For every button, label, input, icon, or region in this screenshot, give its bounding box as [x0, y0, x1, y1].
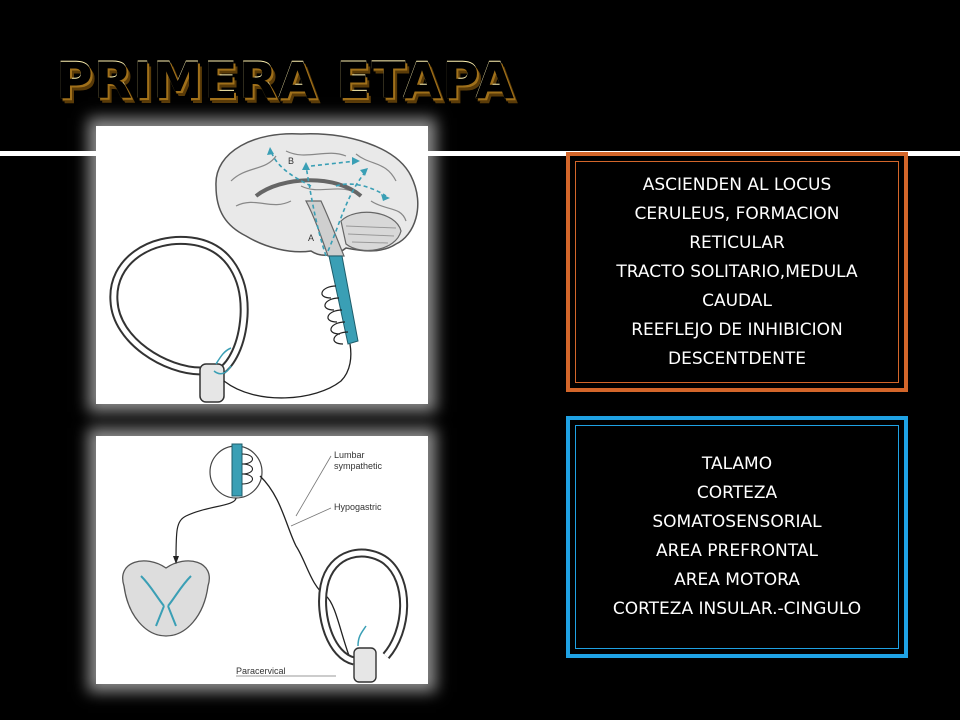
spinal-cross-section: [122, 560, 210, 637]
box-bottom-line: AREA PREFRONTAL: [656, 541, 818, 561]
label-paracervical: Paracervical: [236, 666, 286, 676]
ascending-pathways-text: ASCIENDEN AL LOCUS CERULEUS, FORMACION R…: [616, 171, 857, 374]
label-lumbar-1: Lumbar: [334, 450, 365, 460]
box-top-line: REEFLEJO DE INHIBICION: [631, 319, 843, 340]
box-top-line: TRACTO SOLITARIO,MEDULA: [616, 261, 858, 282]
lumbar-segment: [231, 443, 243, 497]
cortical-areas-box: TALAMO CORTEZA SOMATOSENSORIAL AREA PREF…: [566, 416, 908, 658]
slide-title: PRIMERA ETAPA: [56, 52, 516, 110]
cervix-bottom: [353, 647, 377, 683]
cervix: [199, 363, 225, 403]
cortical-areas-text: TALAMO CORTEZA SOMATOSENSORIAL AREA PREF…: [613, 450, 861, 624]
ascending-pathways-box: ASCIENDEN AL LOCUS CERULEUS, FORMACION R…: [566, 152, 908, 392]
hypogastric-nerve: [259, 475, 352, 662]
label-a: A: [308, 233, 314, 243]
brain-gyri: [230, 150, 407, 222]
label-b: B: [288, 156, 294, 166]
pelvic-innervation-diagram: Lumbar sympathetic Hypogastric Paracervi…: [122, 443, 409, 683]
arrowheads: [267, 147, 390, 201]
brain-pathway-figure: B A: [96, 126, 428, 404]
box-top-line: CERULEUS, FORMACION: [634, 203, 840, 224]
brain-pathway-diagram: B A: [109, 132, 419, 403]
pelvic-innervation-figure: Lumbar sympathetic Hypogastric Paracervi…: [96, 436, 428, 684]
box-top-line: ASCIENDEN AL LOCUS: [642, 174, 832, 195]
label-hypogastric: Hypogastric: [334, 502, 382, 512]
box-top-line: CAUDAL: [702, 290, 772, 311]
label-lumbar-2: sympathetic: [334, 461, 383, 471]
spinal-nerves: [321, 285, 349, 345]
box-bottom-line: TALAMO: [701, 454, 773, 474]
afferent-nerve: [223, 343, 352, 399]
ascending-pathways: [270, 150, 387, 257]
divider-left: [0, 151, 110, 156]
box-bottom-line: AREA MOTORA: [674, 570, 800, 590]
spinal-cord: [328, 255, 359, 345]
box-bottom-line: CORTEZA INSULAR.-CINGULO: [612, 599, 862, 619]
box-top-line: RETICULAR: [689, 232, 785, 253]
box-bottom-line: CORTEZA: [696, 483, 778, 503]
box-bottom-line: SOMATOSENSORIAL: [652, 512, 822, 532]
cerebellum: [340, 211, 402, 252]
box-top-line: DESCENTDENTE: [667, 348, 806, 369]
